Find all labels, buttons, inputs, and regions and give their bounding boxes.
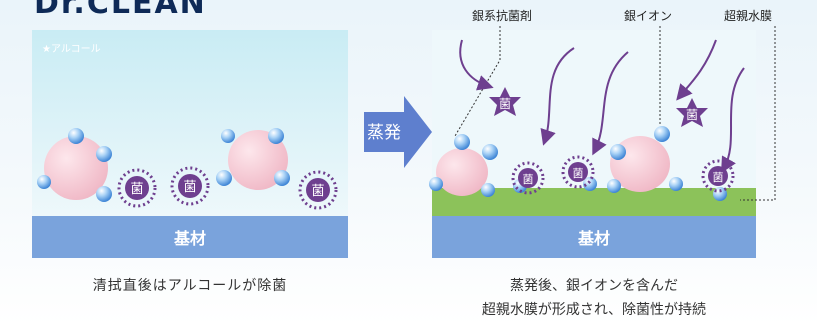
brand-logo: Dr.CLEAN <box>34 0 207 21</box>
germ: 菌 <box>676 98 708 127</box>
flow-arrows <box>459 39 745 174</box>
germ: 菌 <box>117 168 157 208</box>
germ: 菌 <box>561 155 595 189</box>
left-substrate-label: 基材 <box>173 229 206 248</box>
germ: 菌 <box>489 87 521 116</box>
silver-ions-left <box>37 128 290 202</box>
left-caption: 清拭直後はアルコールが除菌 <box>93 277 288 294</box>
evaporation-arrow: 蒸発 <box>364 96 432 168</box>
label-antibacterial: 銀系抗菌剤 <box>472 8 532 23</box>
silver-antibacterial-droplet <box>436 148 488 196</box>
svg-text:菌: 菌 <box>130 182 143 197</box>
svg-text:菌: 菌 <box>311 184 324 199</box>
right-caption-line2: 超親水膜が形成され、除菌性が持続 <box>482 301 706 318</box>
germ: 菌 <box>511 161 545 195</box>
svg-text:菌: 菌 <box>523 173 534 186</box>
svg-text:菌: 菌 <box>573 167 584 180</box>
alcohol-droplet <box>228 130 288 190</box>
label-silver-ion: 銀イオン <box>624 9 672 23</box>
right-substrate-label: 基材 <box>577 229 610 248</box>
alcohol-droplet <box>44 136 108 200</box>
right-substrate <box>432 216 756 258</box>
left-panel: 基材 ★アルコール 菌 菌 菌 <box>32 30 348 294</box>
hydrophilic-film <box>432 188 756 216</box>
right-panel: 基材 銀系抗菌剤 銀イオン 超親水膜 菌 菌 <box>429 8 776 318</box>
right-caption-line1: 蒸発後、銀イオンを含んだ <box>510 278 678 294</box>
left-tag: ★アルコール <box>42 44 101 55</box>
svg-text:菌: 菌 <box>183 180 196 195</box>
label-film: 超親水膜 <box>724 8 772 23</box>
svg-text:菌: 菌 <box>499 97 511 111</box>
svg-text:菌: 菌 <box>713 171 724 184</box>
left-substrate <box>32 216 348 258</box>
arrow-label: 蒸発 <box>367 123 401 143</box>
germ: 菌 <box>298 170 338 210</box>
leader-lines <box>454 26 776 201</box>
germ: 菌 <box>701 159 735 193</box>
svg-text:菌: 菌 <box>686 108 698 122</box>
germ: 菌 <box>170 166 210 206</box>
